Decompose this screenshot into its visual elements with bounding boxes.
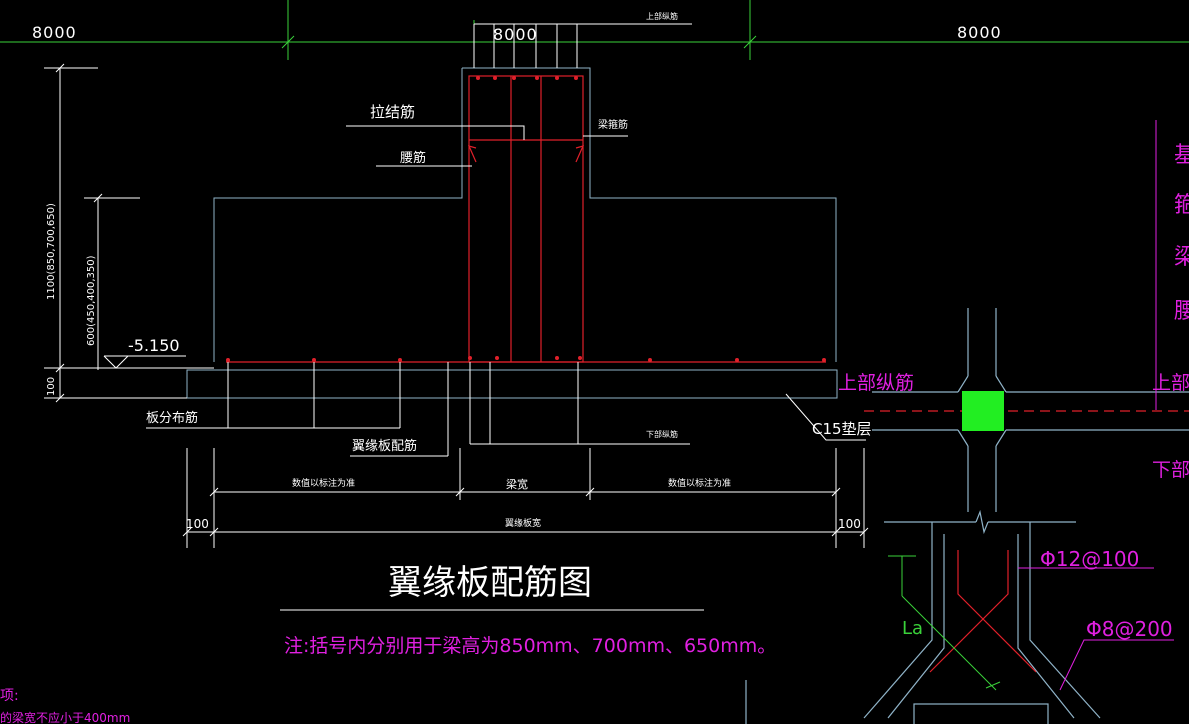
stirrup-label: 梁箍筋 — [598, 118, 628, 131]
height-bottom-label: 100 — [46, 377, 57, 396]
axis-span-right: 8000 — [957, 23, 1002, 42]
dim-left-wing: 数值以标注为准 — [292, 477, 355, 489]
top-rebar-label: 上部纵筋 — [646, 11, 678, 21]
column-fill — [962, 391, 1004, 431]
stirrup-spec-2: Φ8@200 — [1086, 617, 1173, 641]
rebar-lines — [226, 75, 826, 363]
bottom-rebar-label: 下部纵筋 — [646, 429, 678, 439]
bottom-left-note-1: 项: — [0, 688, 19, 704]
height-total-label: 1100(850,700,650) — [46, 203, 57, 300]
bottom-left-note-2: 的梁宽不应小于400mm — [0, 710, 130, 724]
waist-bar-label: 腰筋 — [400, 150, 426, 166]
axis-span-center: 8000 — [493, 25, 538, 44]
drawing-note: 注:括号内分别用于梁高为850mm、700mm、650mm。 — [284, 635, 776, 657]
slab-distribution-label: 板分布筋 — [146, 410, 198, 426]
cushion-label: C15垫层 — [812, 420, 872, 438]
right-top-rebar-label: 上部纵筋 — [838, 372, 914, 394]
section-outline — [186, 67, 838, 399]
leader-lines — [44, 23, 869, 611]
footing-annotation — [888, 555, 1001, 691]
la-label: La — [902, 618, 923, 639]
tie-bar-label: 拉结筋 — [370, 103, 415, 121]
dim-total-width: 翼缘板宽 — [505, 517, 541, 529]
right-top-partial: 上部 — [1152, 372, 1189, 394]
footing-rebar — [929, 550, 1037, 673]
dim-edge-right: 100 — [838, 517, 861, 531]
dim-right-wing: 数值以标注为准 — [668, 477, 731, 489]
right-col-char-3: 梁 — [1174, 245, 1189, 270]
flange-rebar-label: 翼缘板配筋 — [352, 438, 417, 454]
stirrup-spec-1: Φ12@100 — [1040, 547, 1139, 571]
right-col-char-2: 箍 — [1174, 193, 1189, 218]
dim-edge-left: 100 — [186, 517, 209, 531]
footing-detail — [745, 509, 1101, 724]
footing-leaders — [1018, 567, 1174, 691]
column-joint-detail — [872, 308, 1189, 512]
dim-beam-width: 梁宽 — [506, 477, 528, 491]
drawing-title: 翼缘板配筋图 — [388, 563, 592, 603]
right-col-char-1: 基 — [1174, 143, 1189, 168]
right-col-char-4: 腰 — [1174, 299, 1189, 324]
top-axis-dimension — [0, 0, 1189, 60]
elevation-label: -5.150 — [128, 336, 180, 355]
right-bottom-partial: 下部 — [1152, 459, 1189, 481]
height-web-label: 600(450,400,350) — [86, 255, 97, 346]
rebar-dots — [226, 76, 826, 362]
axis-span-left: 8000 — [32, 23, 77, 42]
